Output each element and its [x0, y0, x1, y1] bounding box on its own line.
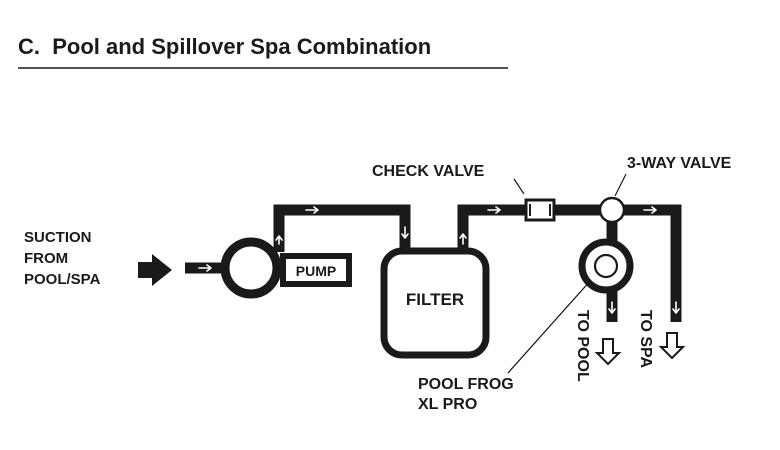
pump-housing	[220, 237, 282, 299]
filter-tank	[380, 247, 490, 359]
check-valve	[524, 198, 556, 222]
pipe-pump-to-filter	[273, 204, 411, 252]
flow-arrow-inlet-icon	[198, 264, 212, 272]
to-pool-arrow-icon	[594, 338, 622, 366]
flow-arrow-right-icon	[643, 206, 657, 214]
pool-frog-leader	[507, 279, 592, 374]
pool-frog-inner	[593, 253, 619, 279]
to-pool-label: TO POOL	[574, 310, 591, 382]
three-way-valve	[598, 196, 626, 224]
flow-arrow-filter-down-icon	[401, 226, 409, 239]
filter-label: FILTER	[406, 290, 464, 309]
suction-label-line3: POOL/SPA	[24, 271, 101, 288]
flow-arrow-top-mid-icon	[487, 206, 501, 214]
to-spa-label: TO SPA	[637, 310, 654, 369]
diagram-title: C. Pool and Spillover Spa Combination	[18, 34, 431, 59]
pool-frog-label-line2: XL PRO	[418, 396, 477, 413]
flow-arrow-filter-up-icon	[459, 233, 467, 245]
flow-arrow-spa-down-icon	[672, 301, 680, 314]
check-valve-leader	[513, 178, 525, 195]
flow-arrow-pool-down-icon	[608, 301, 616, 314]
suction-arrow-icon	[138, 254, 172, 286]
pump-label: PUMP	[296, 263, 336, 279]
to-spa-arrow-icon	[658, 332, 686, 360]
three-way-valve-leader	[614, 173, 627, 197]
pool-frog-label-line1: POOL FROG	[418, 376, 514, 393]
three-way-valve-label: 3-WAY VALVE	[627, 155, 732, 172]
flow-arrow-top-left-icon	[305, 206, 319, 214]
flow-arrows	[198, 206, 680, 314]
pump-motor	[280, 253, 352, 287]
suction-label-line1: SUCTION	[24, 229, 92, 246]
flow-arrow-pump-up-icon	[275, 235, 283, 245]
pipe-filter-to-valves	[457, 204, 682, 322]
suction-label-line2: FROM	[24, 250, 68, 267]
check-valve-label: CHECK VALVE	[372, 163, 485, 180]
